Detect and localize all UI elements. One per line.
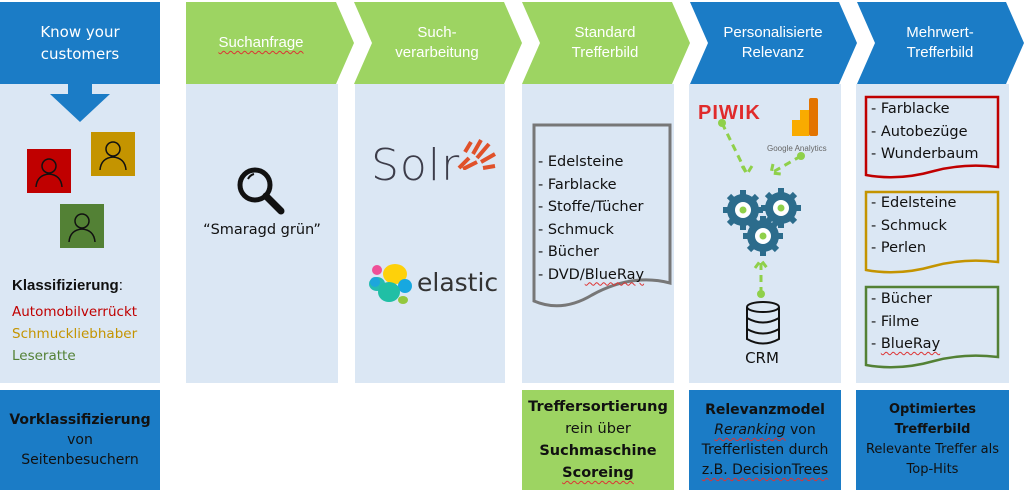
panel-suchanfrage: “Smaragd grün” — [186, 84, 338, 383]
result-item: - Bücher — [871, 291, 933, 307]
result-item: - Stoffe/Tücher — [538, 199, 644, 215]
document-shape — [532, 123, 672, 308]
footer-optimiertes-trefferbild: Optimiertes Trefferbild Relevante Treffe… — [856, 390, 1009, 490]
class-automobil: Automobilverrückt — [12, 304, 138, 320]
chevron-personalisiert — [690, 2, 857, 84]
group-doc-red — [864, 95, 1000, 179]
header-know-your-customers: Know your customers — [0, 2, 160, 84]
result-item: - Schmuck — [538, 221, 614, 238]
result-item: - Wunderbaum — [871, 146, 979, 162]
panel-customers: Klassifizierung: Automobilverrückt Schmu… — [0, 84, 160, 383]
green-person-icon — [60, 204, 104, 248]
result-item: - Edelsteine — [538, 154, 624, 170]
gold-person-icon — [91, 132, 135, 176]
elastic-logo-text: elastic — [417, 268, 499, 297]
solr-logo: Solr — [371, 140, 461, 191]
footer-line: Seitenbesuchern — [21, 452, 139, 468]
group-red-list: - Farblacke - Autobezüge - Wunderbaum — [871, 98, 979, 166]
result-item: - Schmuck — [871, 217, 947, 234]
result-item: - Perlen — [871, 240, 927, 256]
down-arrow-icon — [50, 84, 110, 122]
header-line: verarbeitung — [395, 44, 479, 61]
chevron-standard — [522, 2, 690, 84]
footer-treffersortierung: Treffersortierung rein über Suchmaschine… — [522, 390, 674, 490]
footer-bold: Relevanzmodel — [705, 402, 825, 418]
header-suchanfrage: Suchanfrage — [186, 2, 336, 84]
chevron-mehrwert — [857, 2, 1024, 84]
header-line: Relevanz — [741, 44, 805, 61]
red-person-icon — [27, 149, 71, 193]
process-chevrons — [186, 2, 1024, 84]
class-schmuck: Schmuckliebhaber — [12, 326, 138, 342]
footer-bold: Trefferbild — [894, 422, 971, 437]
header-line: Standard — [574, 24, 636, 41]
classification-label: Klassifizierung: — [12, 277, 123, 294]
elastic-icon — [369, 264, 412, 304]
chevron-suchverarbeitung — [354, 2, 522, 84]
footer-bold: Scoreing — [562, 465, 634, 481]
group-green-list: - Bücher - Filme - BlueRay — [871, 288, 940, 356]
group-doc-green — [864, 285, 1000, 369]
group-gold-list: - Edelsteine - Schmuck - Perlen — [871, 192, 956, 260]
result-item: - BlueRay — [871, 336, 941, 352]
result-item: - Edelsteine — [871, 195, 957, 211]
header-line: Such- — [417, 24, 457, 41]
panel-personalisierte-relevanz: PIWIK Google Analytics — [689, 84, 841, 383]
header-line: Suchanfrage — [218, 34, 304, 51]
header-line: Know your — [40, 23, 120, 41]
footer-text: von — [785, 422, 816, 438]
google-analytics-icon — [792, 98, 818, 136]
footer-line: Trefferlisten durch — [701, 442, 829, 458]
footer-line: rein über — [565, 421, 631, 437]
header-line: Mehrwert- — [906, 24, 974, 41]
chevron-suchanfrage — [186, 2, 354, 84]
grouped-documents — [864, 95, 1000, 369]
standard-results-list: - Edelsteine - Farblacke - Stoffe/Tücher… — [538, 151, 644, 286]
spellcheck-word: BlueRay — [880, 336, 941, 352]
flow-arrows — [718, 119, 805, 298]
header-line: Trefferbild — [571, 44, 639, 61]
footer-bold: Treffersortierung — [528, 399, 668, 415]
footer-line: Reranking von — [714, 420, 816, 440]
result-item: - Bücher — [538, 244, 600, 260]
google-analytics-label: Google Analytics — [767, 144, 827, 153]
footer-relevanzmodel: Relevanzmodel Reranking von Trefferliste… — [689, 390, 841, 490]
footer-italic: Reranking — [714, 422, 786, 438]
result-item: - DVD/BlueRay — [538, 266, 645, 283]
panel-suchverarbeitung: Solr elastic — [355, 84, 505, 383]
solr-sun-icon — [457, 139, 496, 170]
footer-bold: Optimiertes — [888, 402, 977, 417]
footer-line: z.B. DecisionTrees — [701, 462, 829, 478]
result-item: - Farblacke — [538, 176, 617, 193]
header-mehrwert-trefferbild: Mehrwert- Trefferbild — [865, 2, 1015, 84]
panel-mehrwert-trefferbild: - Farblacke - Autobezüge - Wunderbaum - … — [856, 84, 1009, 383]
crm-label: CRM — [745, 349, 779, 367]
piwik-logo: PIWIK — [698, 102, 761, 124]
header-line: Trefferbild — [906, 44, 974, 61]
footer-vorklassifizierung: Vorklassifizierung von Seitenbesuchern — [0, 390, 160, 490]
panel-standard-trefferbild: - Edelsteine - Farblacke - Stoffe/Tücher… — [522, 84, 674, 383]
footer-bold: Suchmaschine — [539, 443, 657, 459]
result-item: - Farblacke — [871, 101, 950, 117]
classification-text: Klassifizierung — [12, 277, 119, 294]
gears-icon — [723, 188, 801, 256]
magnifier-icon — [237, 167, 285, 215]
result-item: - Autobezüge — [871, 123, 968, 140]
header-line: customers — [40, 45, 120, 63]
colon: : — [118, 277, 123, 294]
class-leseratte: Leseratte — [12, 348, 76, 364]
search-query: “Smaragd grün” — [203, 222, 321, 238]
spellcheck-word: BlueRay — [584, 266, 645, 283]
footer-line: Relevante Treffer als — [865, 442, 1000, 457]
header-line: Personalisierte — [723, 24, 823, 41]
footer-bold: Vorklassifizierung — [9, 412, 151, 428]
database-icon — [746, 301, 780, 345]
footer-line: von — [67, 432, 93, 448]
result-item: - Filme — [871, 313, 920, 330]
footer-line: Top-Hits — [906, 462, 959, 477]
header-suchverarbeitung: Such-verarbeitung — [362, 2, 512, 84]
group-doc-gold — [864, 190, 1000, 274]
